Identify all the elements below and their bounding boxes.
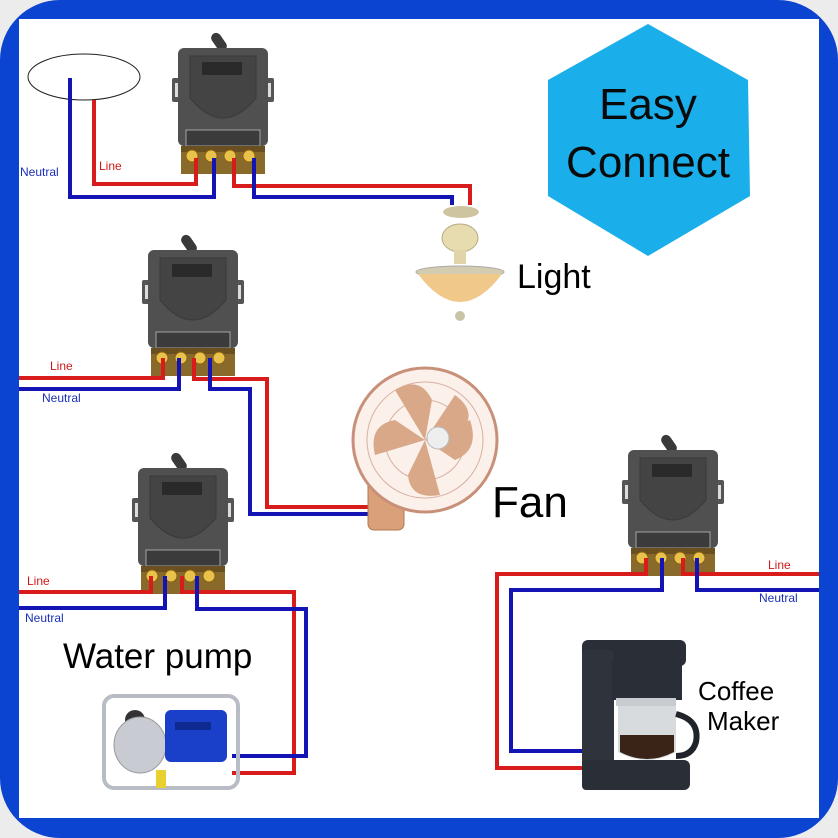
line-label-1: Line <box>99 159 122 173</box>
neutral-label-2: Neutral <box>42 391 81 405</box>
relay-switch-light <box>171 30 275 175</box>
line-wire <box>232 158 472 205</box>
wires-coffee <box>495 558 819 770</box>
neutral-label-4: Neutral <box>759 591 798 605</box>
neutral-wire <box>509 558 664 753</box>
coffee-maker-label: Coffee Maker <box>693 676 779 736</box>
line-wire <box>92 100 198 186</box>
neutral-wire <box>695 558 819 592</box>
line-label-4: Line <box>768 558 791 572</box>
neutral-wire <box>208 358 370 516</box>
badge-line-1: Easy <box>599 80 697 129</box>
neutral-wire <box>252 158 454 205</box>
line-wire <box>180 576 296 775</box>
coffee-maker-label-line2: Maker <box>707 706 780 736</box>
line-wire <box>192 358 370 509</box>
light-fixture-icon <box>415 206 505 321</box>
line-label-3: Line <box>27 574 50 588</box>
relay-switch-pump <box>131 450 235 595</box>
wires-pump <box>19 576 308 775</box>
neutral-label-3: Neutral <box>25 611 64 625</box>
relay-switch-fan <box>141 232 245 377</box>
light-label: Light <box>517 258 591 296</box>
wires-fan <box>19 358 370 516</box>
water-pump-icon <box>102 694 240 790</box>
line-wire <box>19 576 153 594</box>
badge-hexagon <box>548 24 750 256</box>
line-wire <box>681 558 819 576</box>
coffee-maker-icon <box>582 640 700 790</box>
wall-fan-icon <box>351 366 499 531</box>
ceiling-outline <box>27 53 141 101</box>
coffee-maker-label-line1: Coffee <box>698 676 775 706</box>
line-wire <box>495 558 648 770</box>
line-wire <box>19 358 165 380</box>
neutral-wire <box>19 358 181 391</box>
neutral-wire <box>195 576 308 758</box>
neutral-label-1: Neutral <box>20 165 59 179</box>
badge-title: Easy Connect <box>548 76 748 192</box>
wires-light <box>68 78 472 205</box>
fan-label: Fan <box>492 478 568 527</box>
line-label-2: Line <box>50 359 73 373</box>
neutral-wire <box>19 576 167 610</box>
water-pump-label: Water pump <box>63 637 253 676</box>
neutral-wire <box>68 78 216 199</box>
badge-line-2: Connect <box>566 138 730 187</box>
relay-switch-coffee <box>621 432 725 577</box>
